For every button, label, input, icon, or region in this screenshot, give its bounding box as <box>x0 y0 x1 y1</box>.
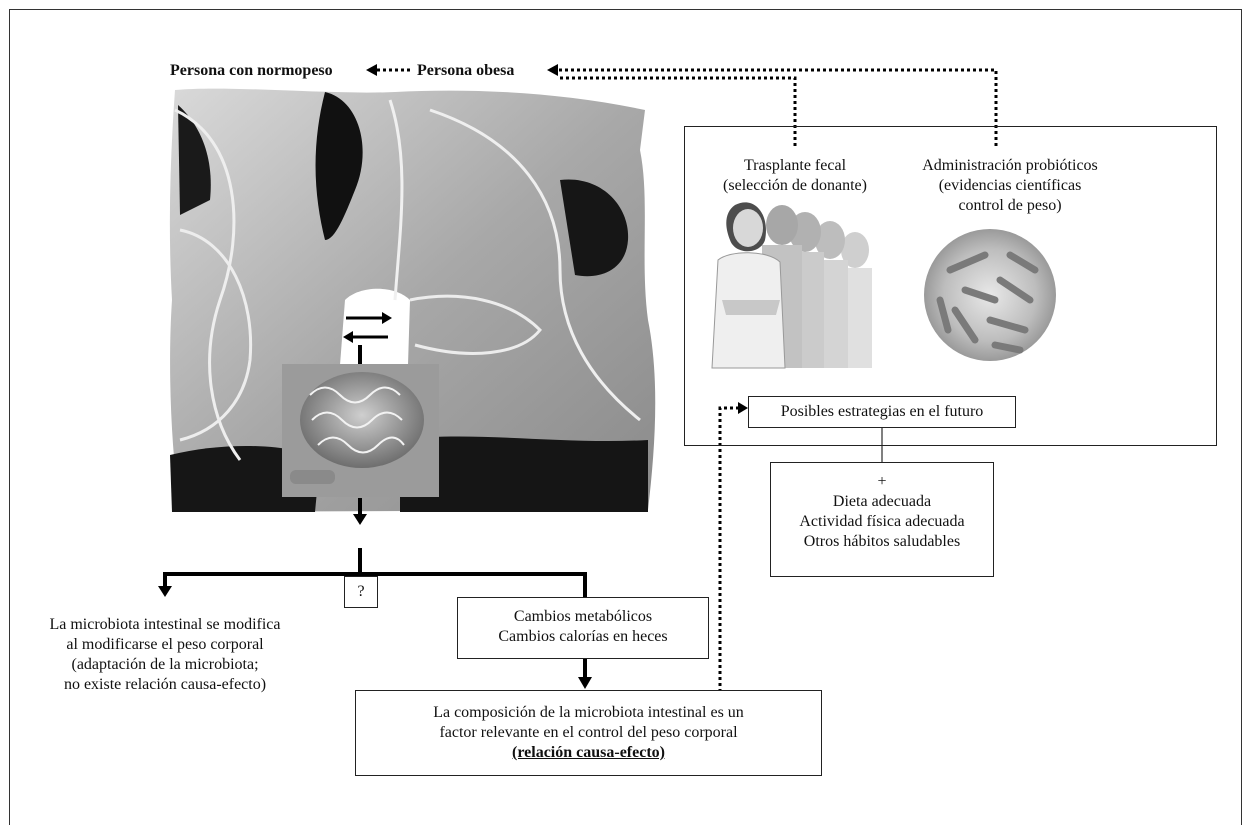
conclusion-line1: La composición de la microbiota intestin… <box>356 703 821 723</box>
probiotics-sub2: control de peso) <box>900 196 1120 216</box>
healthy-habits-box: + Dieta adecuada Actividad física adecua… <box>770 462 994 577</box>
metabolic-line1: Cambios metabólicos <box>458 607 708 627</box>
left-branch-line3: (adaptación de la microbiota; <box>15 655 315 675</box>
probiotics-title: Administración probióticos <box>900 156 1120 176</box>
left-branch-line1: La microbiota intestinal se modifica <box>15 615 315 635</box>
metabolic-line2: Cambios calorías en heces <box>458 627 708 647</box>
habit-diet: Dieta adecuada <box>771 492 993 512</box>
plus-sign: + <box>771 472 993 492</box>
conclusion-line2: factor relevante en el control del peso … <box>356 723 821 743</box>
probiotics-sub1: (evidencias científicas <box>900 176 1120 196</box>
habit-activity: Actividad física adecuada <box>771 512 993 532</box>
future-strategies-box: Posibles estrategias en el futuro <box>748 396 1016 428</box>
fecal-transplant-title: Trasplante fecal <box>695 156 895 176</box>
metabolic-changes-box: Cambios metabólicos Cambios calorías en … <box>457 597 709 659</box>
arrow-head-obese <box>547 64 558 76</box>
intestine-image <box>282 364 439 497</box>
conclusion-box: La composición de la microbiota intestin… <box>355 690 822 776</box>
left-branch-line4: no existe relación causa-efecto) <box>15 675 315 695</box>
habit-other: Otros hábitos saludables <box>771 532 993 552</box>
arrow-head-normal <box>366 64 377 76</box>
fecal-transplant-subtitle: (selección de donante) <box>695 176 895 196</box>
left-branch-line2: al modificarse el peso corporal <box>15 635 315 655</box>
obese-person-label: Persona obesa <box>417 61 514 81</box>
conclusion-line3: (relación causa-efecto) <box>356 743 821 763</box>
normal-weight-label: Persona con normopeso <box>170 61 333 81</box>
question-box: ? <box>344 576 378 608</box>
